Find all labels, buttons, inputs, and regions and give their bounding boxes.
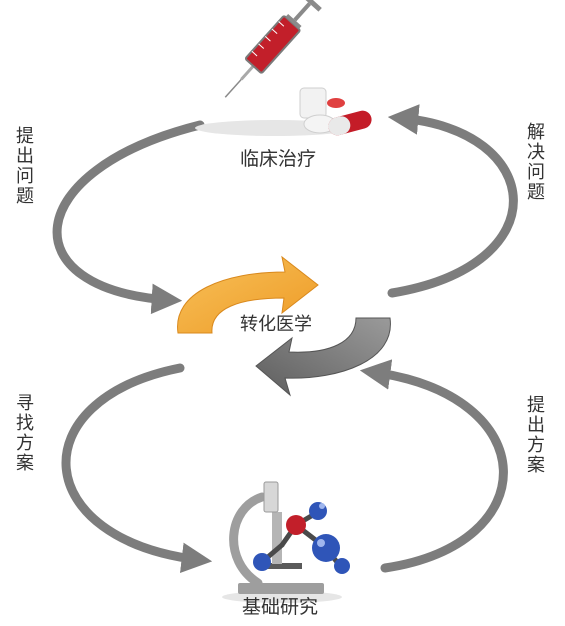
cycle-arrows-icon — [177, 255, 391, 397]
edge-label-top-left: 提出问题 — [13, 126, 34, 206]
arrow-bottom-left — [61, 363, 213, 574]
edge-label-bottom-left: 寻找方案 — [13, 393, 34, 473]
node-clinical-treatment: 临床治疗 — [239, 148, 317, 170]
syringe-and-pills-icon — [195, 0, 372, 136]
edge-label-bottom-right: 提出方案 — [524, 395, 545, 475]
arrow-top-right — [387, 104, 518, 298]
microscope-molecule-icon — [222, 481, 350, 603]
node-translational-medicine: 转化医学 — [240, 314, 312, 335]
arrow-top-left — [52, 120, 205, 315]
arrow-bottom-right — [359, 359, 508, 573]
node-basic-research: 基础研究 — [241, 596, 319, 618]
edge-label-top-right: 解决问题 — [524, 122, 545, 202]
